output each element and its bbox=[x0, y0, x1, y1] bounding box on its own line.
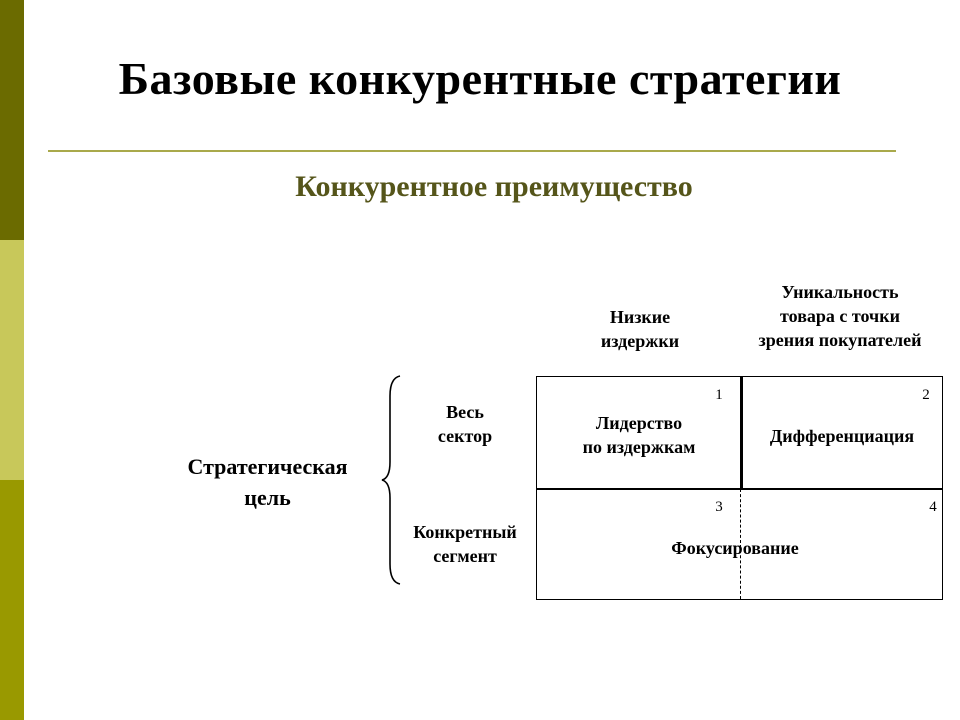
strategic-target-label: Стратегическая цель bbox=[187, 454, 348, 510]
slide-subtitle: Конкурентное преимущество bbox=[295, 170, 693, 203]
cell-number-2: 2 bbox=[922, 387, 930, 403]
sidebar-block-mid bbox=[0, 480, 24, 720]
slide-title: Базовые конкурентные стратегии bbox=[118, 53, 842, 104]
cell-number-4: 4 bbox=[929, 499, 937, 515]
matrix-row-divider bbox=[536, 488, 943, 490]
sidebar-block-light bbox=[0, 240, 24, 480]
row-header-whole-sector: Весь сектор bbox=[437, 402, 493, 446]
cell-differentiation: Дифференциация bbox=[769, 426, 915, 446]
cell-number-1: 1 bbox=[715, 387, 723, 403]
cell-focus: Фокусирование bbox=[671, 538, 799, 558]
row-header-specific-segment: Конкретный сегмент bbox=[413, 522, 517, 566]
sidebar-accent bbox=[0, 0, 24, 720]
cell-cost-leadership: Лидерство по издержкам bbox=[582, 413, 696, 457]
matrix-column-divider bbox=[740, 376, 743, 488]
column-header-uniqueness: Уникальность товара с точки зрения покуп… bbox=[758, 282, 922, 350]
matrix-dashed-divider bbox=[740, 489, 741, 599]
column-header-low-cost: Низкие издержки bbox=[600, 307, 680, 351]
title-divider bbox=[48, 150, 896, 152]
cell-number-3: 3 bbox=[715, 499, 723, 515]
sidebar-block-dark bbox=[0, 0, 24, 240]
curly-brace bbox=[381, 375, 401, 585]
